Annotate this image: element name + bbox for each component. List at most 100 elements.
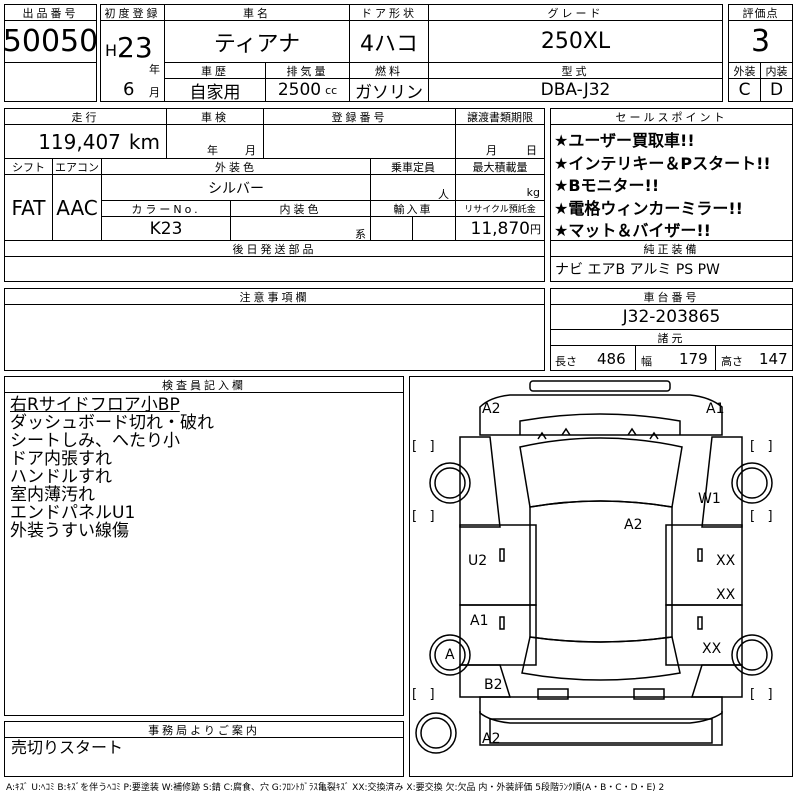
inspector-line: ハンドルすれ [10, 467, 112, 487]
handle [697, 616, 703, 630]
shift: FAT [4, 174, 53, 241]
front-outline [479, 394, 723, 436]
displacement-label: 排気量 [265, 62, 350, 79]
equipment-label: 純正装備 [550, 240, 793, 257]
recycle-label: リサイクル預託金 [455, 200, 545, 217]
sales-point: ★マット＆バイザー!! [554, 221, 711, 241]
dimensions-box: 長さ 486 幅 179 高さ 147 [550, 345, 793, 371]
mark-xx-2: XX [716, 587, 736, 603]
lot-blank [4, 62, 97, 102]
era: H [105, 41, 118, 60]
rear-lamp-right [633, 688, 665, 700]
sales-points-label: セールスポイント [550, 108, 793, 125]
chassis-number: J32-203865 [550, 304, 793, 330]
fuel: ガソリン [349, 78, 429, 102]
mark-a2-rear: A2 [482, 731, 501, 747]
office-label: 事務局よりご案内 [4, 721, 404, 738]
int-color-box: 系 [230, 216, 371, 241]
recycle-value: 11,870 [470, 218, 530, 239]
inspector-label: 検査員記入欄 [4, 376, 404, 393]
chassis-label: 車台番号 [550, 288, 793, 305]
bracket-marker: [ ] [750, 509, 773, 524]
wheel-rear-left [429, 634, 471, 676]
rear-lamp-left [537, 688, 569, 700]
bracket-marker: [ ] [750, 687, 773, 702]
capacity-unit: 人 [438, 188, 449, 201]
sales-points-list: ★ユーザー買取車!! ★インテリキー＆Pスタート!! ★Bモニター!! ★電格ウ… [550, 124, 793, 241]
exterior-label: 外装 [728, 62, 761, 79]
front-bumper-top [529, 380, 671, 392]
int-color-label: 内装色 [230, 200, 371, 217]
mark-xx-1: XX [716, 553, 736, 569]
car-name-label: 車名 [164, 4, 350, 21]
inspection-label: 車検 [166, 108, 264, 125]
interior-grade: D [760, 78, 793, 102]
month-unit: 月 [149, 86, 160, 99]
first-reg-box: H 23 年 6 月 [100, 20, 165, 102]
history-label: 車歴 [164, 62, 266, 79]
mark-a2-roof: A2 [624, 517, 643, 533]
left-front-fender [459, 436, 501, 528]
legend-footer: A:ｷｽﾞ U:ﾍｺﾐ B:ｷｽﾞを伴うﾍｺﾐ P:要塗装 W:補修跡 S:錆 … [6, 783, 665, 793]
load-unit: kg [526, 186, 540, 199]
inspection-year-unit: 年 [207, 144, 218, 157]
score-label: 評価点 [728, 4, 793, 21]
inspector-notes: 右Rサイドフロア小BP ダッシュボード切れ・破れ シートしみ、へたり小 ドア内張… [4, 392, 404, 716]
right-rear-fender [690, 664, 743, 698]
fuel-label: 燃料 [349, 62, 429, 79]
equipment: ナビ エアB アルミ PS PW [550, 256, 793, 282]
inspection-month-unit: 月 [245, 144, 256, 157]
mark-a2-front-left: A2 [482, 401, 501, 417]
first-reg-label: 初度登録 [100, 4, 165, 21]
later-parts [4, 256, 545, 282]
sales-point: ★ユーザー買取車!! [554, 131, 695, 150]
inspector-line: 室内薄汚れ [10, 485, 95, 505]
car-diagram-svg [415, 380, 773, 754]
notes [4, 304, 545, 371]
dimensions-label: 諸元 [550, 329, 793, 346]
width: 179 [679, 350, 708, 368]
handle [697, 548, 703, 562]
mileage-unit: km [128, 129, 160, 154]
roof [529, 500, 673, 643]
color-no-label: カラーNo. [101, 200, 231, 217]
door-type: 4ハコ [349, 20, 429, 63]
car-name: ティアナ [164, 20, 350, 63]
trunk-outline [479, 711, 723, 746]
car-diagram: [ ] [ ] [ ] [ ] [ ] [ ] A2 A1 W1 A2 U2 X… [409, 376, 793, 777]
model-label: 型式 [428, 62, 723, 79]
color-label: 外装色 [101, 158, 371, 175]
length-label: 長さ [555, 355, 577, 368]
bracket-marker: [ ] [412, 687, 435, 702]
mileage-value: 119,407 [38, 129, 121, 154]
grade: 250XL [428, 20, 723, 63]
sales-point: ★電格ウィンカーミラー!! [554, 198, 743, 218]
int-color-unit: 系 [355, 228, 366, 241]
sales-point: ★インテリキー＆Pスタート!! [554, 153, 771, 173]
mark-a1-left: A1 [470, 613, 489, 629]
inspection-box: 年 月 [166, 124, 264, 159]
mileage-label: 走行 [4, 108, 167, 125]
dim-divider-1 [635, 346, 636, 370]
color-no: K23 [101, 216, 231, 241]
length: 486 [597, 350, 626, 368]
shift-label: シフト [4, 158, 53, 175]
rear-outline [479, 696, 723, 724]
hood-line [519, 413, 681, 435]
bracket-marker: [ ] [750, 439, 773, 454]
load-label: 最大積載量 [455, 158, 545, 175]
grade-label: グレード [428, 4, 723, 21]
mark-w1: W1 [698, 491, 721, 507]
trunk-lid [489, 718, 713, 744]
later-parts-label: 後日発送部品 [4, 240, 545, 257]
height-label: 高さ [721, 355, 743, 368]
displacement-unit: cc [325, 83, 338, 97]
first-reg-year: 23 [117, 31, 153, 64]
score: 3 [728, 20, 793, 63]
lot-number: 50050 [4, 20, 97, 63]
transfer-label: 譲渡書類期限 [455, 108, 545, 125]
history: 自家用 [164, 78, 266, 102]
capacity-label: 乗車定員 [370, 158, 456, 175]
transfer-box: 月 日 [455, 124, 545, 159]
